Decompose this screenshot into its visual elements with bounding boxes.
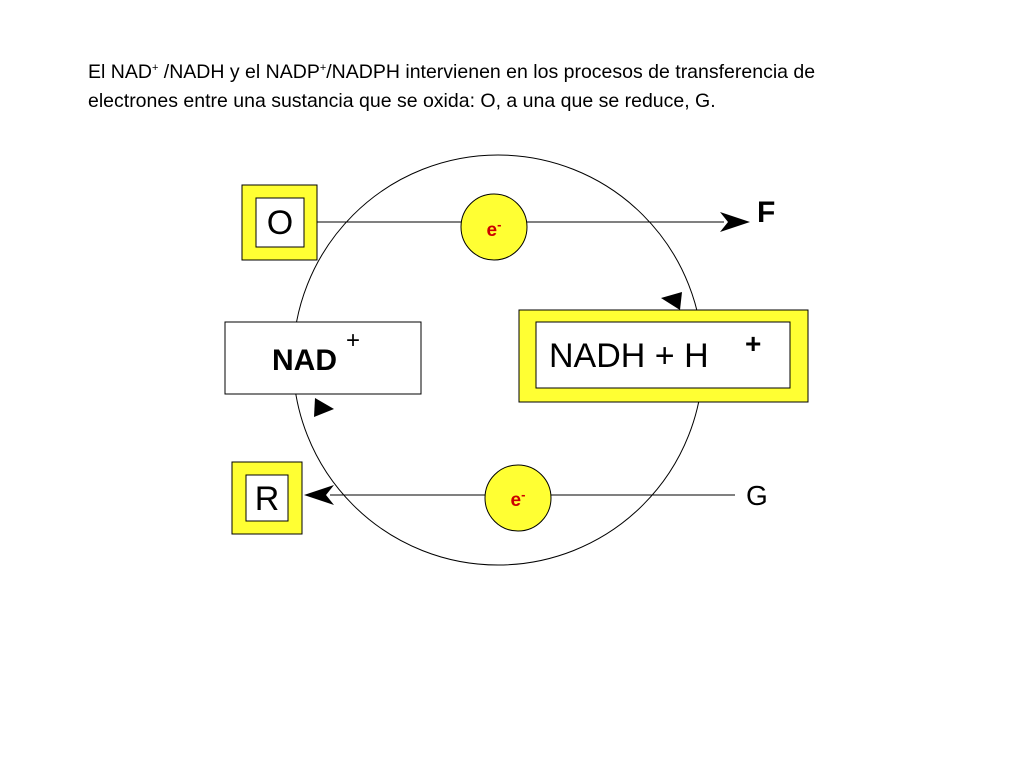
label-g: G (746, 480, 768, 511)
electron-bottom-base: e (511, 490, 522, 511)
box-nad (224, 321, 422, 395)
intro-seg-3: /NADPH intervienen en los procesos de tr… (88, 61, 816, 112)
arrowhead-to-r (304, 485, 334, 505)
intro-text: El NAD+ /NADH y el NADP+/NADPH intervien… (88, 58, 888, 116)
box-o-inner (255, 197, 305, 248)
electron-top (460, 193, 528, 261)
electron-bottom-label: e- (511, 487, 526, 511)
electron-bottom-charge: - (521, 487, 525, 502)
label-nad-charge: + (346, 327, 360, 354)
box-nadh-inner (535, 321, 791, 389)
label-nadh: NADH + H (549, 337, 709, 375)
electron-top-charge: - (497, 217, 501, 232)
label-nad: NAD (272, 344, 337, 377)
intro-seg-1: El NAD (88, 61, 152, 83)
intro-sup-2: + (319, 62, 327, 74)
electron-top-base: e (487, 220, 498, 241)
label-o: O (267, 204, 293, 242)
intro-sup-1: + (151, 62, 159, 74)
arrowhead-to-f (720, 212, 750, 232)
electron-bottom (484, 464, 552, 532)
box-r-inner (245, 474, 289, 522)
label-nadh-charge: + (745, 328, 761, 359)
intro-seg-2: /NADH y el NADP (158, 61, 320, 83)
label-f: F (757, 196, 775, 229)
arrowhead-to-nadh (661, 292, 682, 310)
label-r: R (255, 480, 280, 518)
arrowhead-to-nad (314, 398, 334, 417)
electron-top-label: e- (487, 217, 502, 241)
